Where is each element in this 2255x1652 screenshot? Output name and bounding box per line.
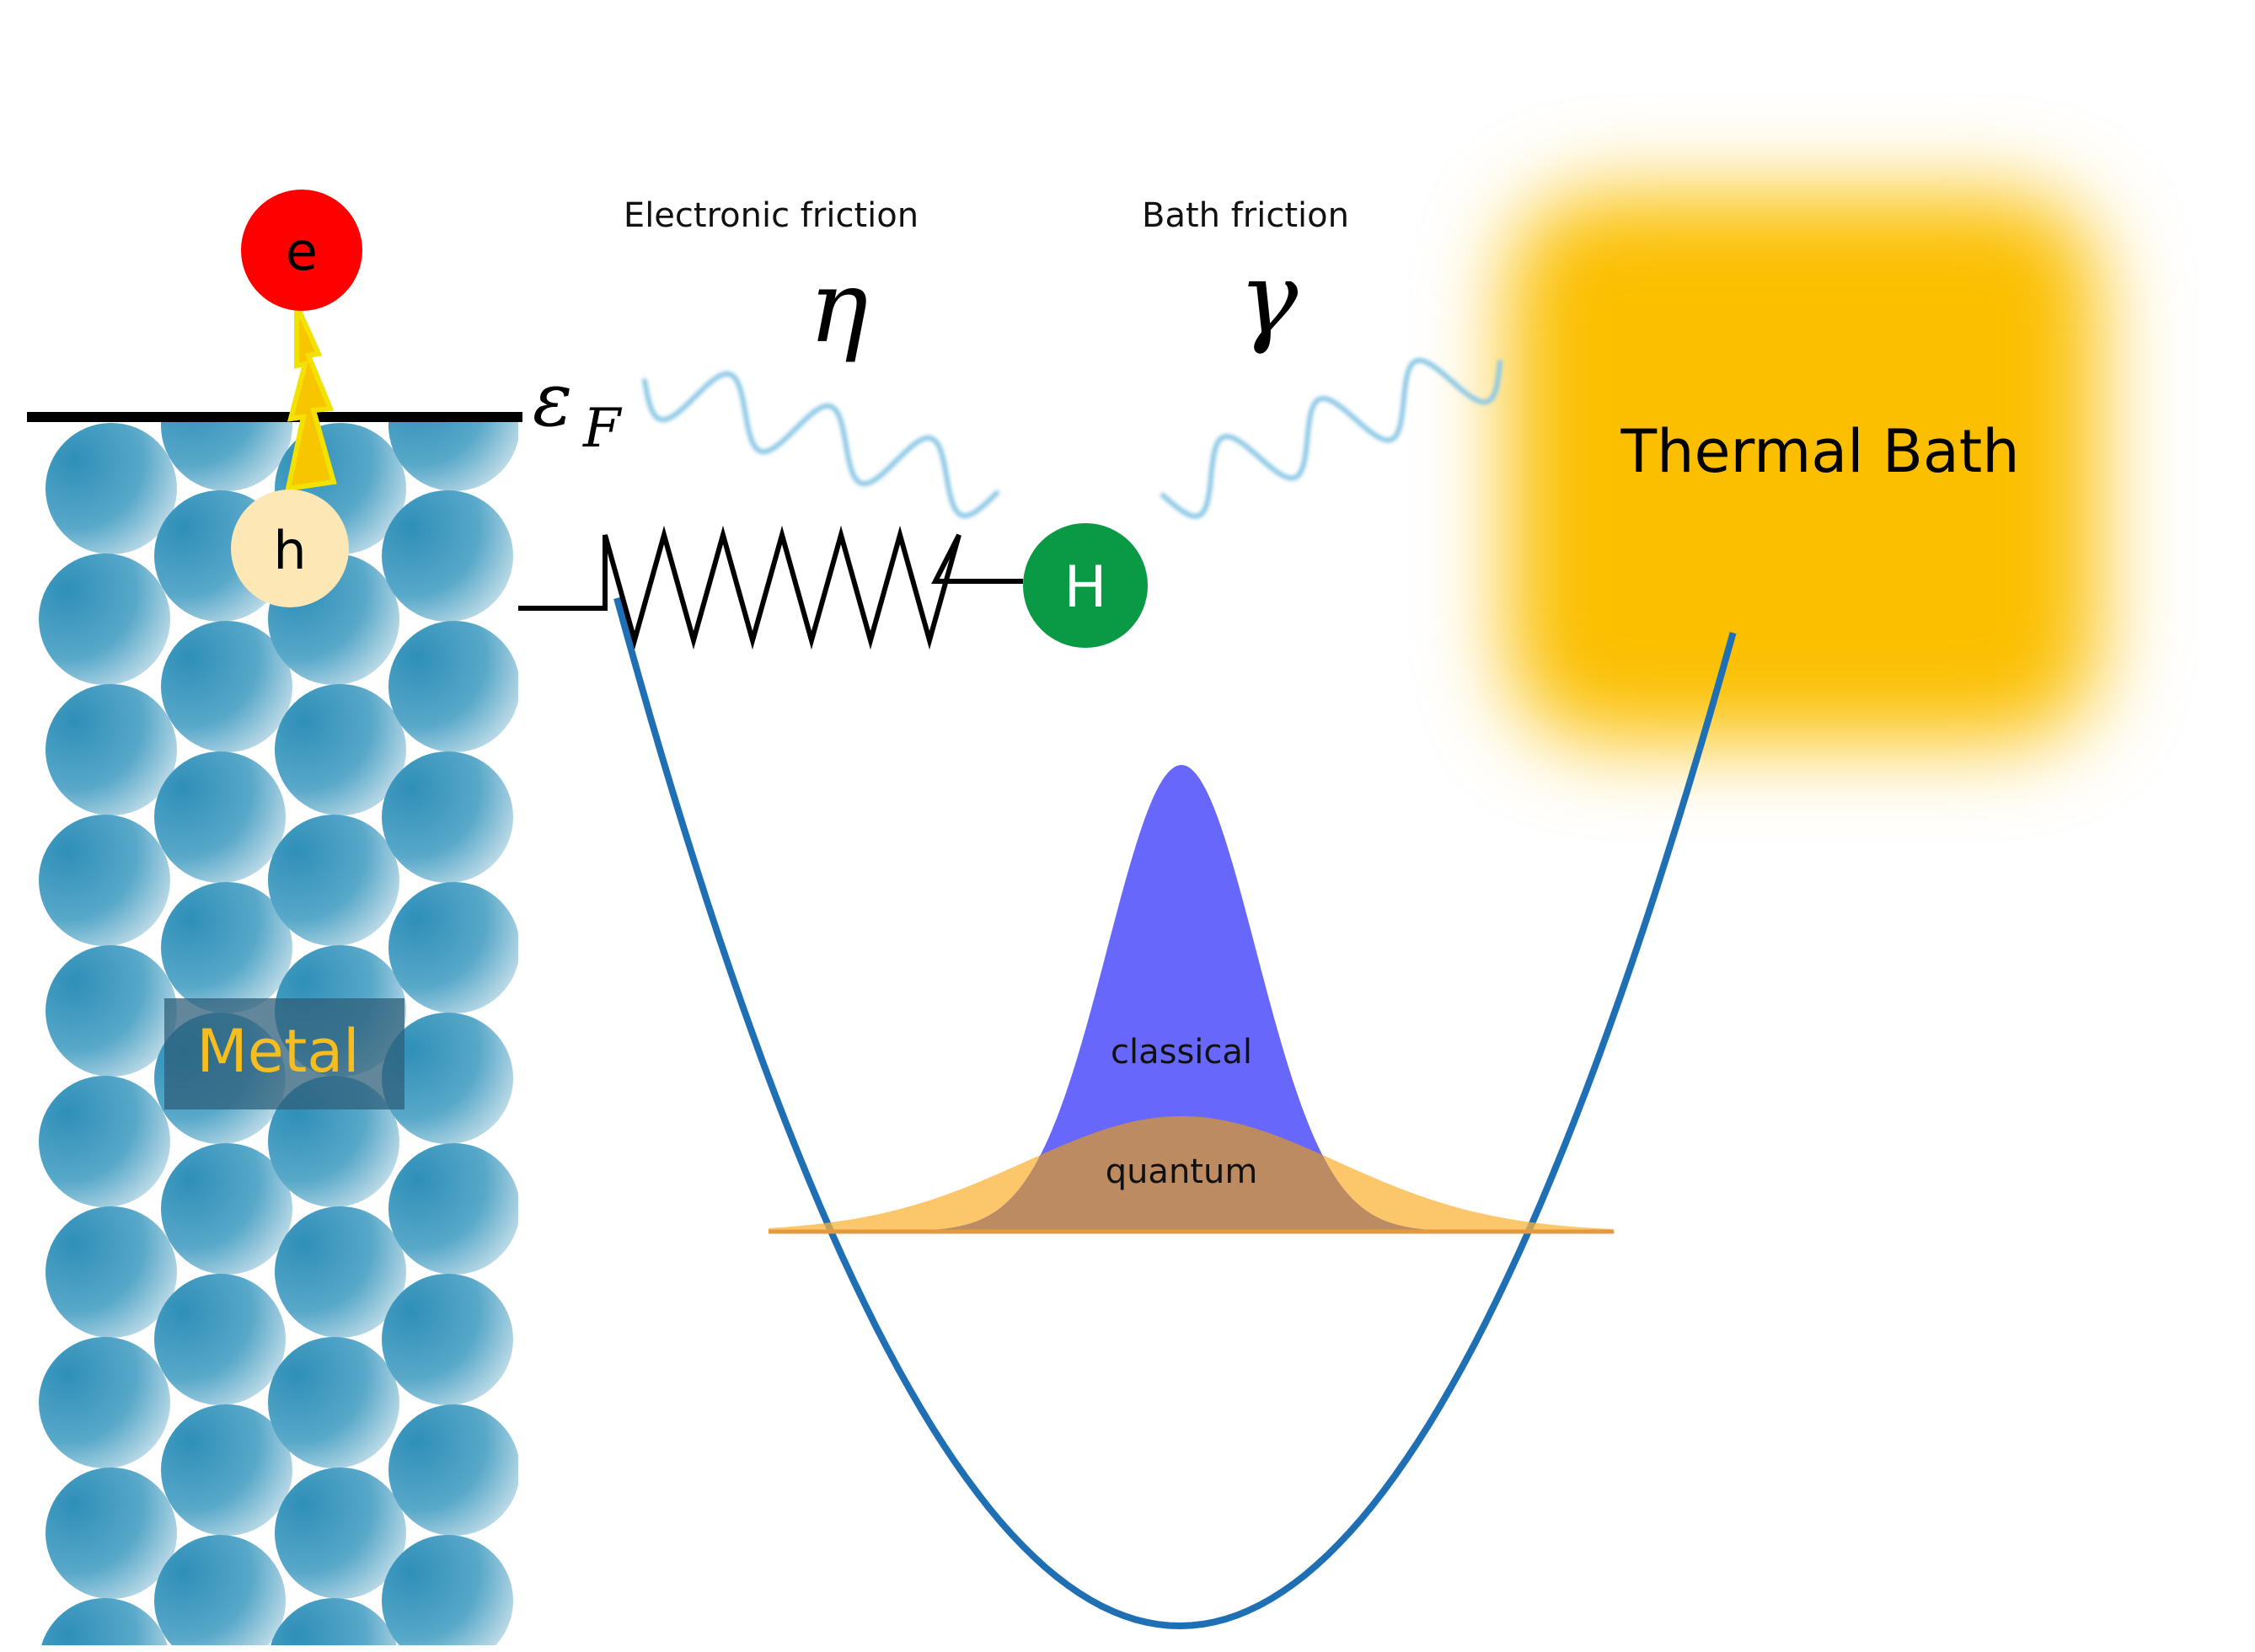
metal-atom <box>388 1143 518 1275</box>
lightning-bolt-icon <box>285 303 337 492</box>
metal-atom <box>275 1468 406 1599</box>
thermal-bath <box>1508 194 2098 741</box>
hole: h <box>231 489 349 607</box>
metal-atom <box>46 1206 177 1338</box>
metal-atom <box>161 621 292 752</box>
metal-atom <box>39 815 170 946</box>
classical-distribution <box>927 765 1437 1232</box>
electronic-friction-label: Electronic friction <box>624 196 919 235</box>
metal-atom <box>46 684 177 815</box>
metal-atom <box>388 882 518 1013</box>
metal-atom <box>46 945 177 1077</box>
distribution-overlap <box>769 1116 1614 1232</box>
metal-atom <box>39 1337 170 1468</box>
metal-atom <box>39 553 170 685</box>
quantum-label: quantum <box>1106 1152 1258 1191</box>
spring-icon <box>518 525 1023 650</box>
metal-atom <box>161 1404 292 1536</box>
metal-atom <box>41 1598 168 1645</box>
fermi-epsilon: ε <box>533 356 572 443</box>
metal-atom <box>154 1274 286 1405</box>
metal-atom <box>270 1598 397 1645</box>
hydrogen-atom: H <box>1023 523 1148 648</box>
fermi-level-symbol: ε F <box>533 356 623 460</box>
metal-atom <box>154 1535 286 1645</box>
electronic-friction-wave <box>642 371 999 519</box>
harmonic-potential-curve <box>613 596 1737 1630</box>
electron-label: e <box>286 221 318 282</box>
metal-atoms <box>39 420 518 1645</box>
bath-friction-wave <box>1160 357 1502 519</box>
metal-atom <box>382 751 513 883</box>
eta-symbol: η <box>809 249 869 365</box>
metal-label-box <box>164 998 404 1109</box>
metal-atom <box>382 490 513 622</box>
electron-circle <box>241 190 362 311</box>
metal-atom <box>161 882 292 1013</box>
gamma-symbol: γ <box>1239 240 1299 356</box>
metal-atom <box>161 420 292 491</box>
thermal-bath-glow <box>1508 194 2098 741</box>
metal-atom <box>268 1337 399 1468</box>
metal-atom <box>154 751 286 883</box>
hole-label: h <box>273 520 306 581</box>
hydrogen-label: H <box>1063 554 1106 621</box>
metal-atom <box>382 1013 513 1144</box>
metal-atom <box>161 1143 292 1275</box>
thermal-bath-label: Thermal Bath <box>1620 417 2019 486</box>
metal-atom <box>46 1468 177 1599</box>
metal-atom <box>388 1404 518 1536</box>
metal-label: Metal <box>164 998 404 1109</box>
metal-atom <box>388 621 518 752</box>
hydrogen-circle <box>1023 523 1148 648</box>
electron: e <box>241 190 362 311</box>
metal-atom <box>382 1535 513 1645</box>
hole-circle <box>231 489 349 607</box>
metal-atom <box>268 815 399 946</box>
fermi-subscript: F <box>582 398 623 460</box>
bath-friction-label: Bath friction <box>1142 196 1349 235</box>
metal-atom <box>388 420 518 491</box>
metal-atom <box>275 1206 406 1338</box>
metal-atom <box>46 423 177 554</box>
metal-atom <box>382 1274 513 1405</box>
metal-atom <box>275 684 406 815</box>
metal-text: Metal <box>196 1017 359 1086</box>
classical-label: classical <box>1111 1033 1252 1072</box>
metal-atom <box>39 1076 170 1207</box>
